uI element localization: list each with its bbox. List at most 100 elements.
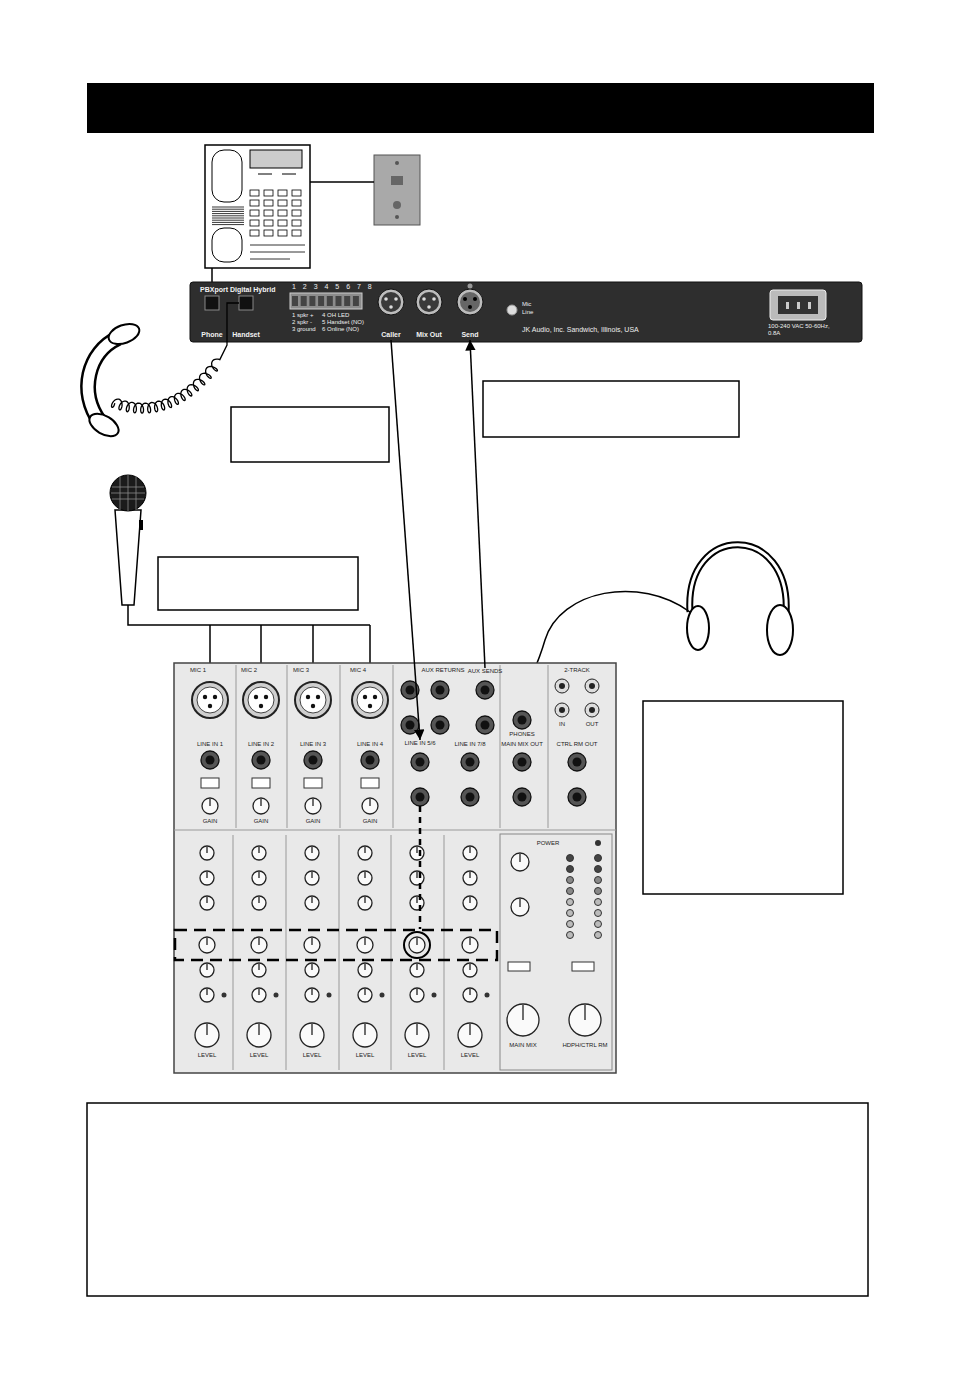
hybrid-rear-panel — [432, 297, 436, 301]
hybrid-rear-panel — [190, 282, 862, 342]
hybrid-rear-panel — [473, 297, 477, 301]
knob — [353, 1023, 377, 1047]
coiled-cord — [111, 303, 239, 413]
hpf-switch — [252, 778, 270, 788]
panel-marking: 4 OH LED — [322, 312, 349, 319]
knob — [410, 846, 424, 860]
node-label: PBXport Digital Hybrid — [200, 286, 275, 294]
knob — [305, 798, 321, 814]
peak-led — [485, 993, 490, 998]
headphones — [767, 605, 793, 655]
jack-socket — [568, 788, 586, 806]
knob — [305, 988, 319, 1002]
knob — [311, 872, 312, 878]
phone-cable — [212, 182, 374, 296]
mixer-marking: MAIN MIX OUT — [482, 741, 562, 748]
jack-socket — [476, 716, 494, 734]
knob — [200, 846, 214, 860]
xlr-socket — [306, 695, 310, 699]
hybrid-rear-panel — [378, 289, 404, 315]
jack-socket — [416, 758, 425, 767]
jack-socket — [416, 793, 425, 802]
knob — [252, 896, 266, 910]
jack-socket — [481, 686, 490, 695]
meter-led — [567, 921, 574, 928]
knob — [519, 854, 520, 862]
phone-key — [250, 190, 259, 196]
xlr-jack: Caller — [372, 286, 410, 340]
mixer — [500, 834, 612, 1070]
knob — [200, 988, 214, 1002]
knob — [206, 1024, 207, 1035]
hybrid-rear-panel — [290, 293, 362, 309]
mixer-marking: MAIN MIX — [483, 1042, 563, 1049]
jack-socket — [252, 751, 270, 769]
knob — [362, 798, 378, 814]
xlr-socket — [248, 687, 274, 713]
xlr-jack: Send — [451, 286, 489, 340]
knob — [252, 896, 266, 910]
phone-key — [264, 230, 273, 236]
knob — [305, 846, 319, 860]
terminal-screw — [344, 296, 350, 306]
xlr-socket — [300, 687, 326, 713]
mixer-marking: CTRL RM OUT — [537, 741, 617, 748]
mixer — [174, 663, 616, 1073]
jack-socket — [406, 686, 415, 695]
jack-socket — [513, 753, 531, 771]
knob — [247, 1023, 271, 1047]
desk-phone — [212, 190, 305, 259]
wall-jack — [395, 215, 399, 219]
knob — [209, 799, 210, 806]
knob — [364, 1024, 365, 1035]
telephone-handset — [88, 338, 118, 422]
knob — [511, 853, 529, 871]
mixer-marking: LINE IN 7/8 — [430, 741, 510, 748]
knob — [410, 896, 424, 910]
knob — [252, 846, 266, 860]
node-label: AUX SENDS — [468, 668, 503, 675]
jack-socket — [568, 753, 586, 771]
knob — [364, 989, 365, 995]
mixer-marking: LINE IN 3 — [273, 741, 353, 748]
knob — [206, 847, 207, 853]
terminal-screw — [301, 296, 307, 306]
phone-key — [278, 200, 287, 206]
jack-socket — [518, 758, 527, 767]
hybrid-rear-panel — [457, 289, 483, 315]
phone-key — [264, 200, 273, 206]
rca-socket — [555, 679, 569, 693]
knob — [305, 988, 319, 1002]
signal-arrow — [470, 340, 485, 668]
node-label: Phone — [201, 331, 222, 339]
knob — [358, 871, 372, 885]
peak-led — [222, 993, 227, 998]
jack-socket — [201, 751, 219, 769]
knob — [358, 988, 372, 1002]
phone-key — [250, 210, 259, 216]
xlr-socket — [243, 682, 279, 718]
knob — [511, 853, 529, 871]
jack-socket — [436, 721, 445, 730]
knob — [358, 963, 372, 977]
knob — [195, 1023, 219, 1047]
knob — [206, 964, 207, 970]
meter-led — [567, 855, 574, 862]
knob — [206, 897, 207, 903]
desk-phone — [205, 145, 310, 268]
hybrid-rear-panel — [389, 305, 393, 309]
jack-socket — [513, 788, 531, 806]
hybrid-rear-panel — [460, 292, 480, 312]
knob — [260, 799, 261, 806]
jack-socket — [513, 753, 531, 771]
rca-socket — [585, 679, 599, 693]
panel-marking: 100-240 VAC 50-60Hz, 0.8A — [768, 323, 830, 336]
hybrid-rear-panel — [427, 305, 431, 309]
knob — [364, 964, 365, 970]
knob — [311, 989, 312, 995]
mixer-marking: AUX RETURNS — [403, 667, 483, 674]
jack-socket — [257, 756, 266, 765]
knob — [258, 938, 259, 945]
jack-socket — [304, 751, 322, 769]
callout-box — [87, 1103, 868, 1296]
